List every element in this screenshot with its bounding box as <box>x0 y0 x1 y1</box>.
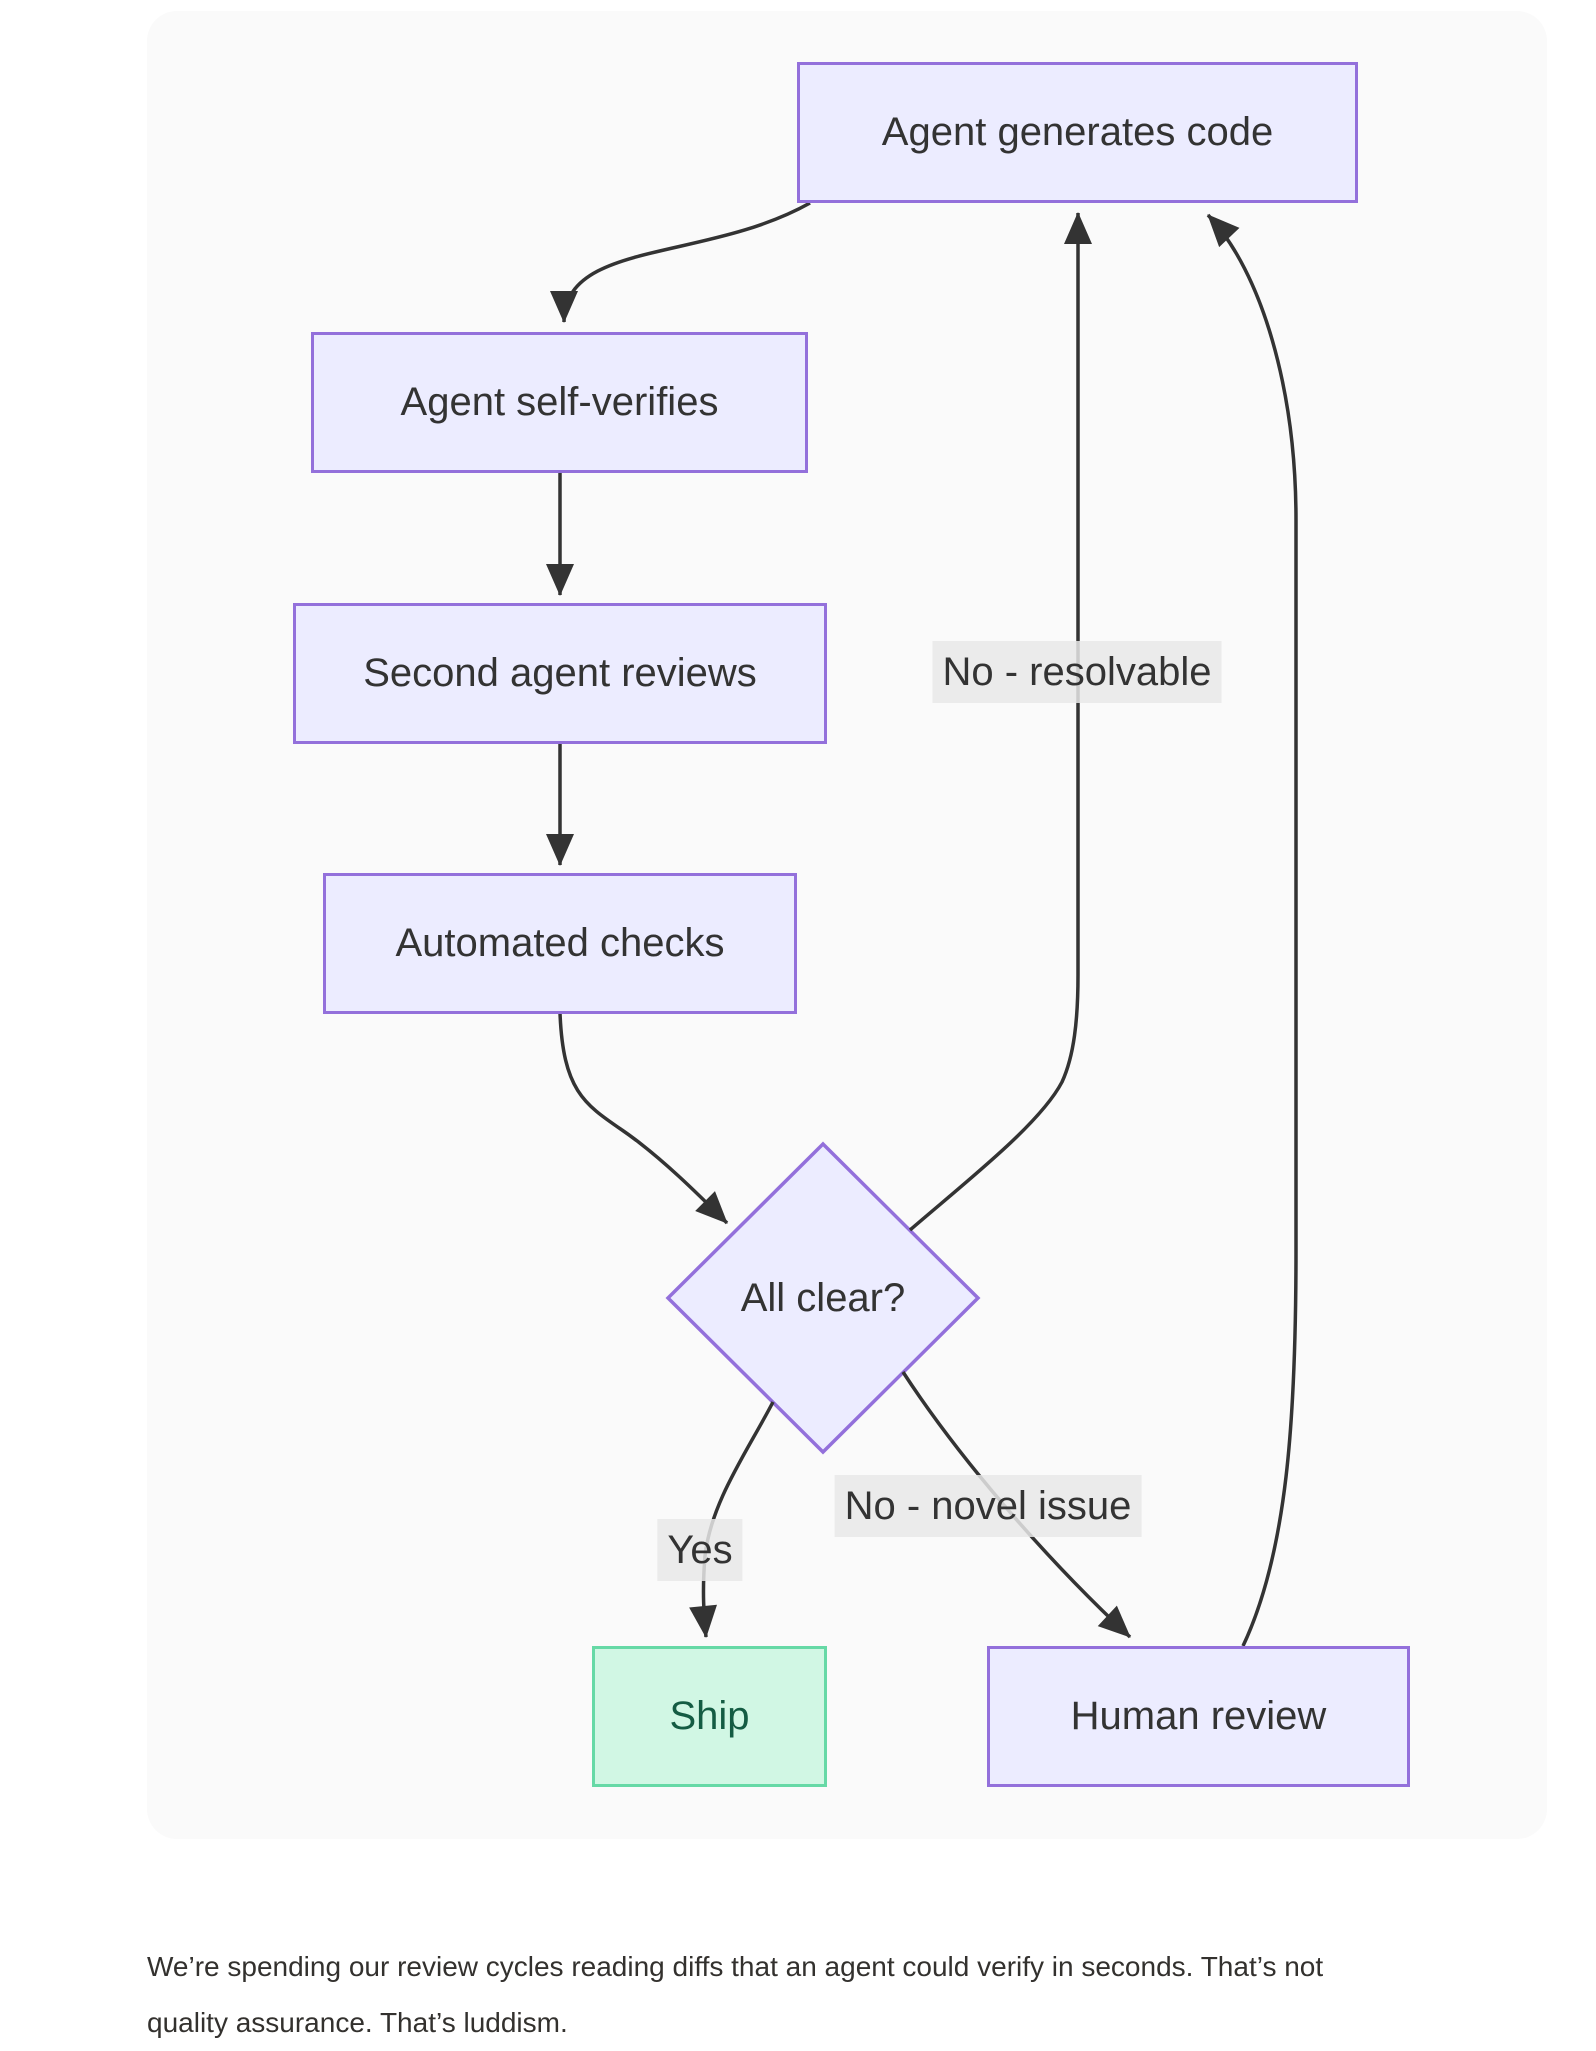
node-agent-generates-code: Agent generates code <box>797 62 1358 203</box>
caption-line-2: quality assurance. That’s luddism. <box>147 2007 568 2038</box>
edge-label-no-resolvable: No - resolvable <box>932 641 1222 703</box>
edge-label-yes: Yes <box>657 1519 743 1581</box>
node-automated-checks: Automated checks <box>323 873 797 1014</box>
caption-line-1: We’re spending our review cycles reading… <box>147 1951 1324 1982</box>
edge-label-no-novel-issue: No - novel issue <box>834 1475 1142 1537</box>
node-human-review: Human review <box>987 1646 1410 1787</box>
node-all-clear-decision: All clear? <box>740 1275 906 1320</box>
node-ship: Ship <box>592 1646 827 1787</box>
node-second-agent-reviews: Second agent reviews <box>293 603 827 744</box>
node-agent-self-verifies: Agent self-verifies <box>311 332 808 473</box>
caption-text: We’re spending our review cycles reading… <box>147 1939 1555 2051</box>
